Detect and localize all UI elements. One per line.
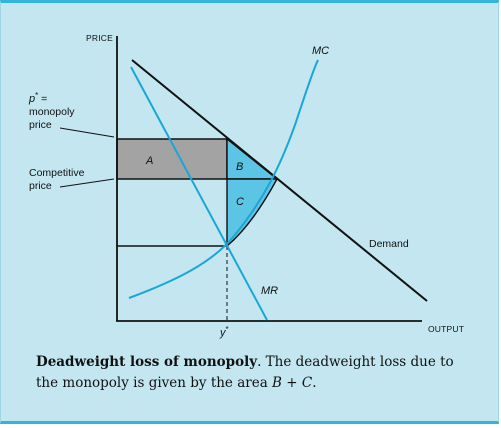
mc-curve <box>128 59 319 299</box>
caption-expression: B + C <box>272 375 313 391</box>
region-c-label: C <box>236 196 244 208</box>
monopoly-price-pointer <box>59 127 115 138</box>
demand-curve <box>131 59 428 302</box>
mr-label: MR <box>261 285 278 297</box>
caption-title: Deadweight loss of monopoly <box>36 354 258 370</box>
y-star-label: y* <box>219 325 229 339</box>
monopoly-price-line1: monopoly <box>29 106 75 118</box>
caption-text-before: . The deadweight loss due to the monopol… <box>36 354 454 391</box>
competitive-price-line1: Competitive <box>29 167 85 179</box>
mr-curve <box>130 66 268 321</box>
y-axis-label: PRICE <box>86 33 113 43</box>
competitive-price-line2: price <box>29 180 52 192</box>
figure-caption: Deadweight loss of monopoly. The deadwei… <box>36 352 476 394</box>
x-axis-label: OUTPUT <box>428 324 464 334</box>
demand-label: Demand <box>369 238 409 250</box>
competitive-price-pointer <box>59 178 115 188</box>
region-b-label: B <box>236 161 243 173</box>
monopoly-price-line2: price <box>29 119 52 131</box>
mc-label: MC <box>312 45 329 57</box>
region-a-label: A <box>145 155 153 167</box>
monopoly-price-symbol: p* = <box>28 91 47 105</box>
caption-text-after: . <box>312 375 317 391</box>
